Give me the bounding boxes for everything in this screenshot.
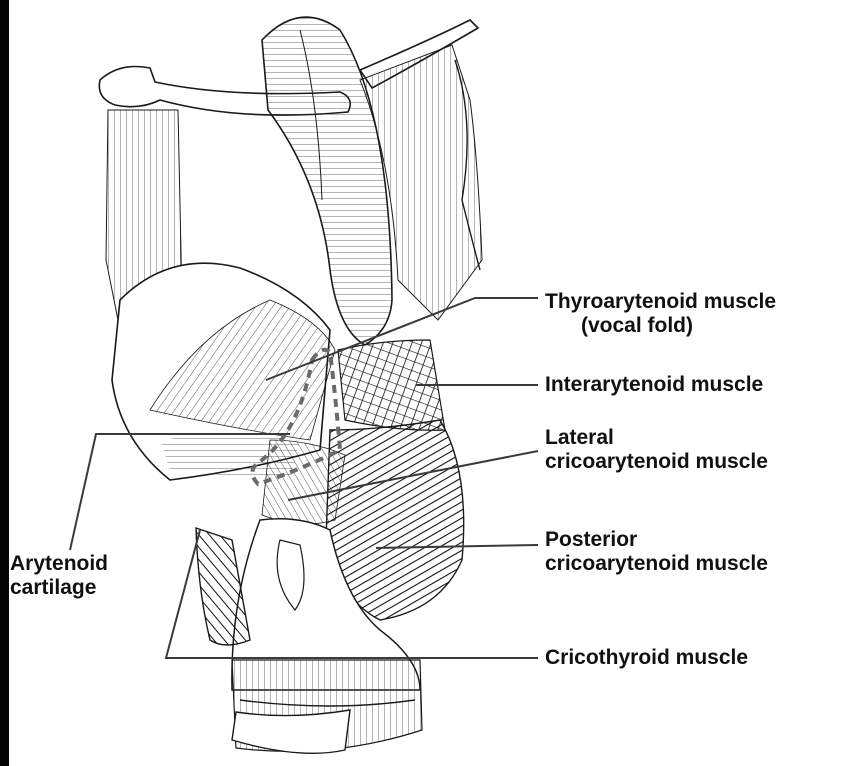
label-interarytenoid: Interarytenoid muscle: [545, 373, 763, 397]
label-posterior-cricoarytenoid-line1: Posterior: [545, 528, 768, 552]
label-lateral-cricoarytenoid-line2: cricoarytenoid muscle: [545, 450, 768, 474]
label-lateral-cricoarytenoid: Lateral cricoarytenoid muscle: [545, 426, 768, 474]
label-lateral-cricoarytenoid-line1: Lateral: [545, 426, 768, 450]
label-posterior-cricoarytenoid-line2: cricoarytenoid muscle: [545, 552, 768, 576]
label-cricothyroid: Cricothyroid muscle: [545, 646, 748, 670]
label-thyroarytenoid: Thyroarytenoid muscle (vocal fold): [545, 290, 776, 338]
label-arytenoid-cartilage-line1: Arytenoid: [10, 552, 108, 576]
label-interarytenoid-line1: Interarytenoid muscle: [545, 373, 763, 397]
label-cricothyroid-line1: Cricothyroid muscle: [545, 646, 748, 670]
label-arytenoid-cartilage-line2: cartilage: [10, 576, 108, 600]
label-thyroarytenoid-line1: Thyroarytenoid muscle: [545, 290, 776, 314]
label-posterior-cricoarytenoid: Posterior cricoarytenoid muscle: [545, 528, 768, 576]
label-arytenoid-cartilage: Arytenoid cartilage: [10, 552, 108, 600]
label-thyroarytenoid-line2: (vocal fold): [545, 314, 776, 338]
